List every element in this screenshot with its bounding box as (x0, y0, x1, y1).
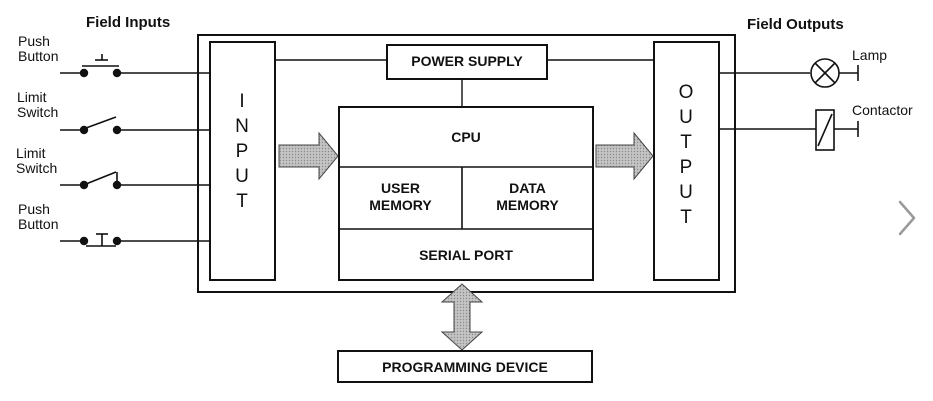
field-inputs-heading: Field Inputs (86, 14, 171, 31)
limit-switch-nc-symbol (60, 171, 210, 190)
lamp-label: Lamp (852, 47, 888, 63)
output-module (653, 41, 720, 281)
contactor-symbol (719, 109, 859, 151)
cpu-label: CPU (451, 129, 481, 145)
cpu-block (338, 106, 594, 281)
programming-device-box (337, 350, 593, 383)
serial-port-label: SERIAL PORT (419, 247, 513, 263)
cpu-to-output-arrow (595, 131, 654, 181)
power-supply-label: POWER SUPPLY (411, 53, 523, 69)
contactor-label: Contactor (852, 102, 913, 118)
programming-device-label: PROGRAMMING DEVICE (382, 359, 548, 375)
power-supply-box (386, 44, 548, 80)
input-module (209, 41, 276, 281)
chevron-right-icon[interactable] (892, 198, 922, 238)
limit-switch-no-symbol (60, 116, 210, 135)
input-to-cpu-arrow (278, 131, 339, 181)
serial-double-arrow (440, 283, 484, 351)
lamp-symbol (719, 58, 859, 88)
field-outputs-heading: Field Outputs (747, 16, 844, 33)
push-button-no-symbol (60, 54, 210, 78)
push-button-nc-symbol (60, 233, 210, 247)
